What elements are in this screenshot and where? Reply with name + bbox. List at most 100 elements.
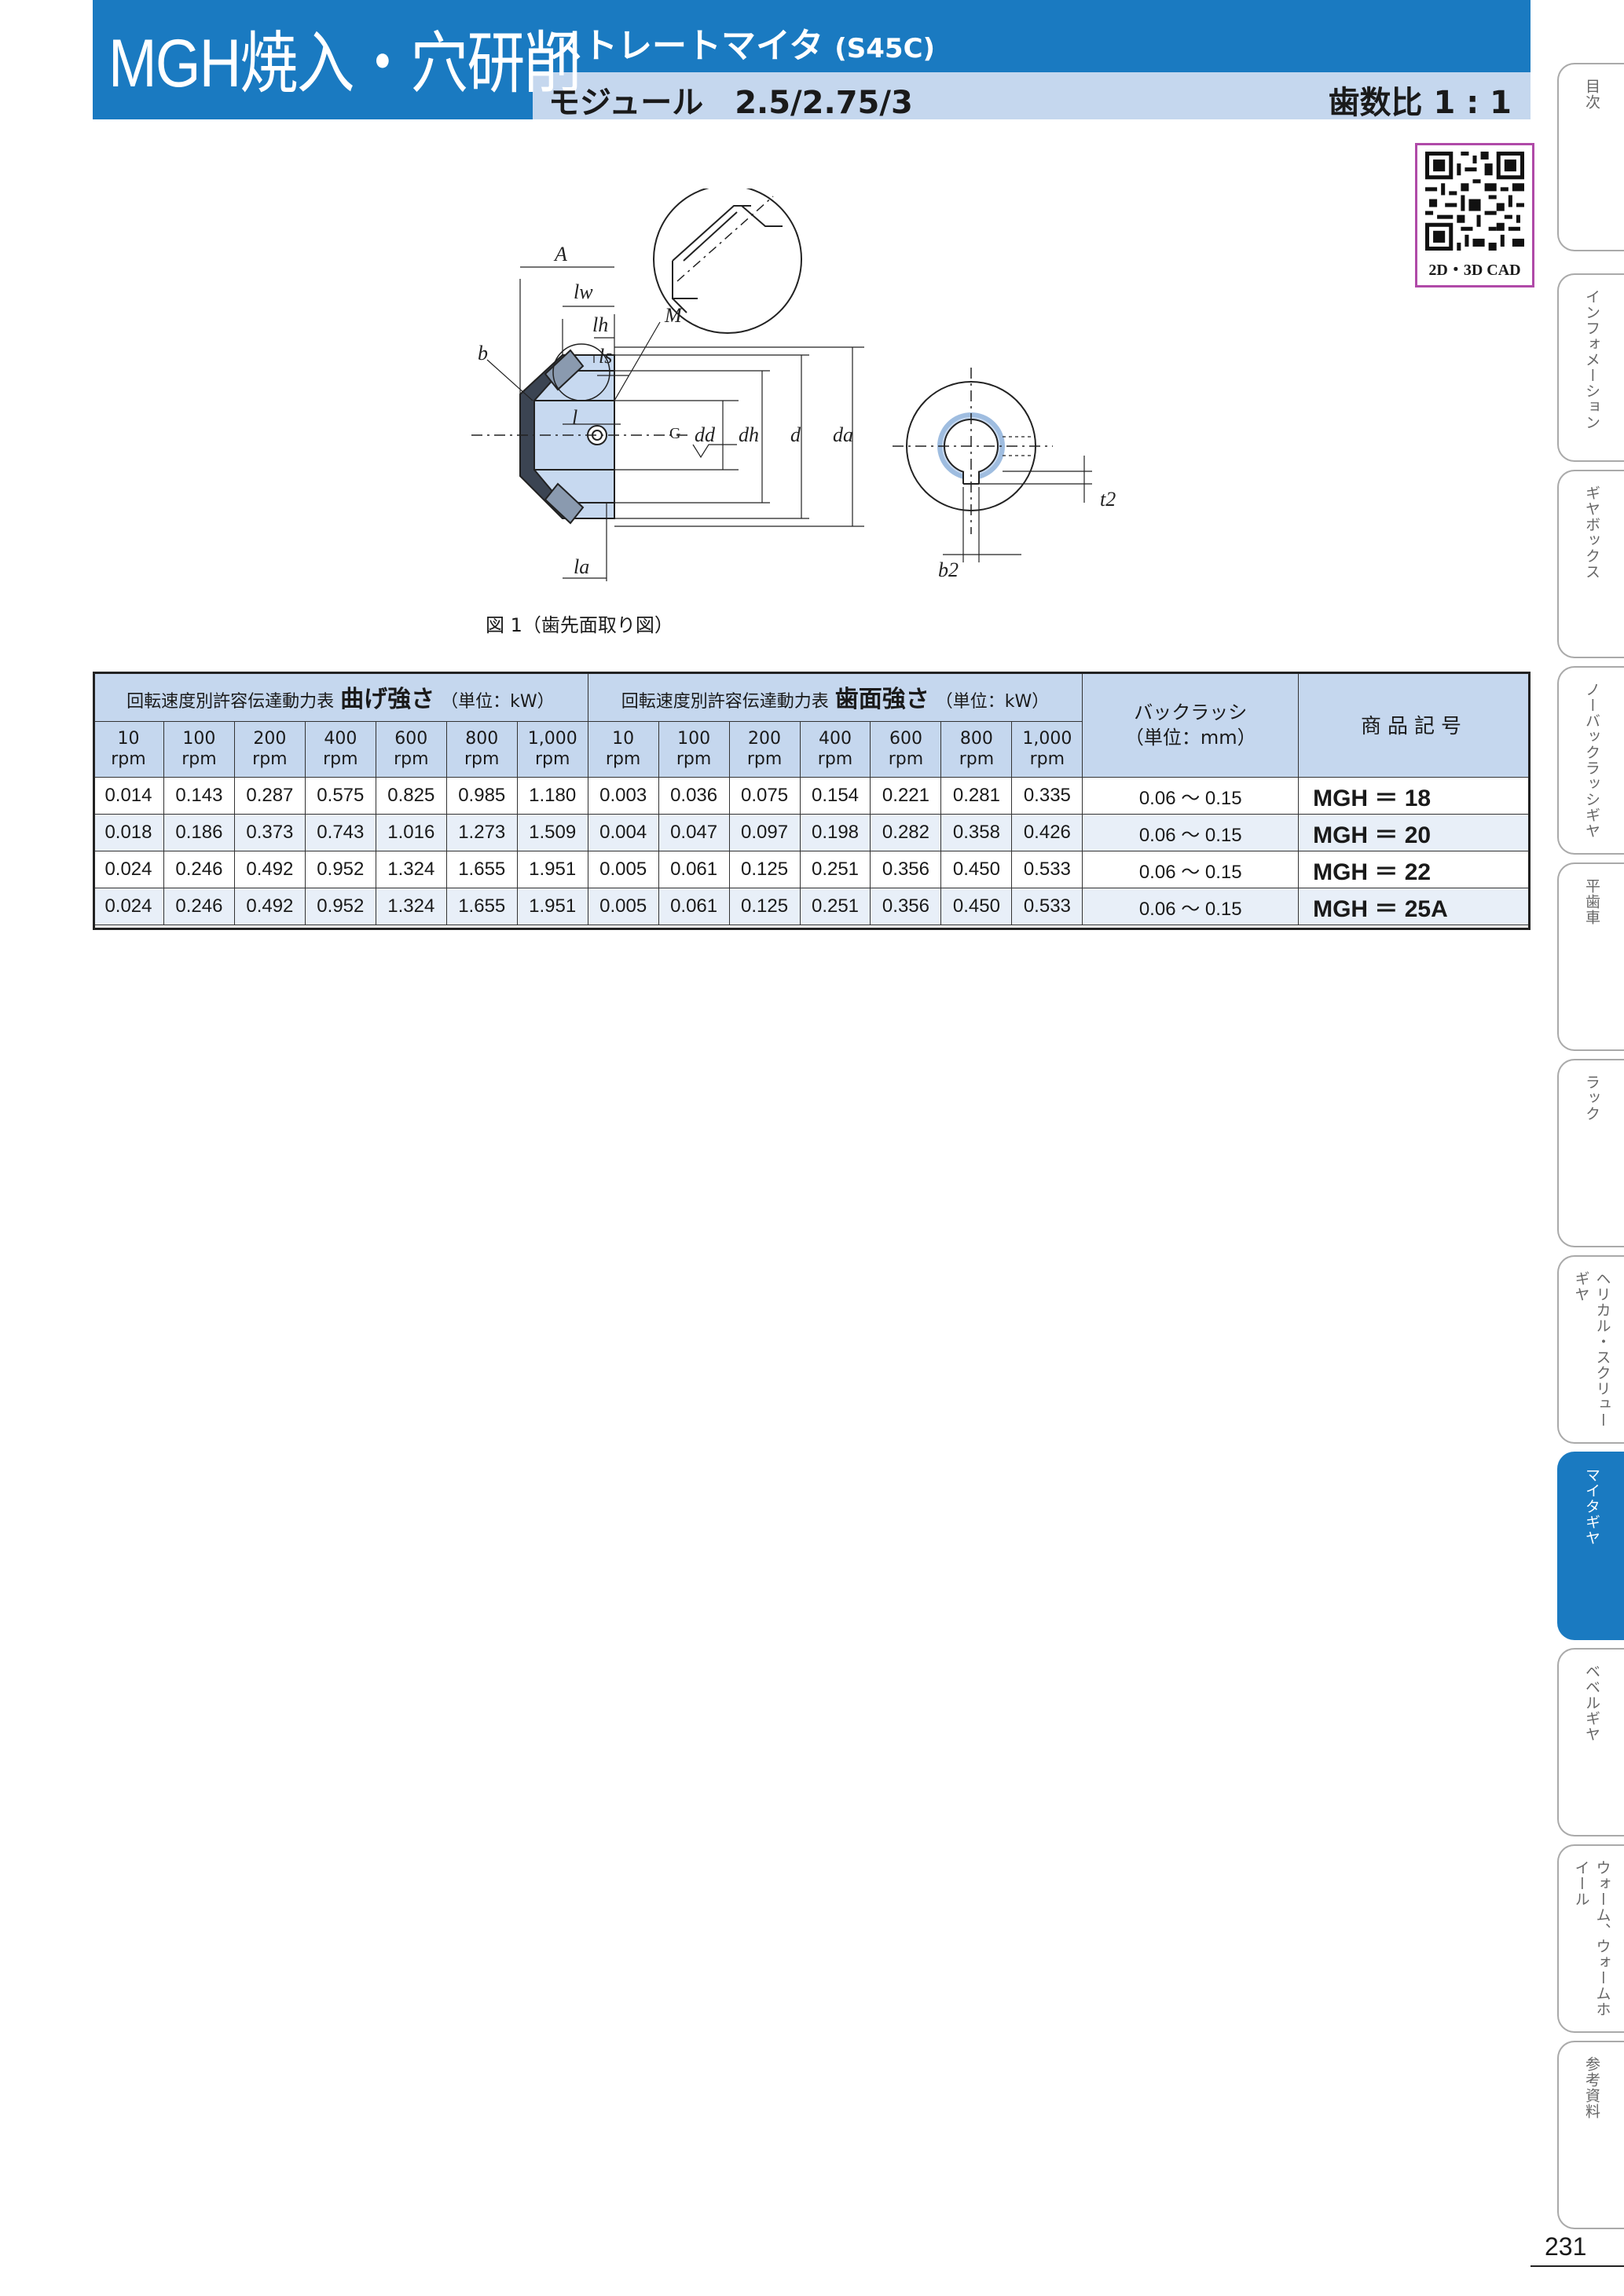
- side-tab-2[interactable]: インフォメーション: [1557, 273, 1624, 462]
- backlash-cell: 0.06 ～ 0.15: [1082, 814, 1300, 851]
- rpm-unit: rpm: [323, 749, 358, 769]
- dim-label-M: M: [664, 304, 683, 327]
- bending-value-cell: 1.180: [516, 777, 588, 815]
- gear-ratio: 歯数比 1 : 1: [1328, 85, 1512, 121]
- side-tab-3[interactable]: ギヤボックス: [1557, 470, 1624, 658]
- product-code-cell[interactable]: MGH ＝ 25A: [1298, 888, 1531, 925]
- rpm-unit: rpm: [252, 749, 288, 769]
- bending-value-cell: 0.024: [93, 851, 164, 888]
- side-tab-6[interactable]: ラック: [1557, 1059, 1624, 1247]
- side-tab-label: 目次: [1583, 79, 1600, 110]
- surface-value-cell: 0.533: [1011, 888, 1083, 925]
- dim-label-lh: lh: [592, 313, 608, 336]
- surface-value-cell: 0.005: [587, 888, 659, 925]
- gear-side-view: [471, 266, 864, 581]
- bending-value-cell: 0.143: [163, 777, 235, 815]
- bending-value-cell: 1.655: [445, 888, 518, 925]
- bending-value-cell: 1.324: [375, 851, 447, 888]
- surface-value-cell: 0.282: [870, 814, 942, 851]
- surface-value-cell: 0.097: [728, 814, 801, 851]
- rpm-unit: rpm: [1029, 749, 1065, 769]
- dimension-labels: A lw lh M b ls l la G dd dh d da t2 b2: [478, 243, 1116, 581]
- rpm-value: 1,000: [527, 729, 577, 749]
- surface-value-cell: 0.004: [587, 814, 659, 851]
- side-tab-7[interactable]: ヘリカル・スクリューギヤ: [1557, 1255, 1624, 1444]
- surface-value-cell: 0.125: [728, 888, 801, 925]
- surface-value-cell: 0.450: [940, 851, 1013, 888]
- side-tab-label: インフォメーション: [1583, 289, 1600, 430]
- rpm-value: 10: [117, 729, 140, 749]
- bending-value-cell: 0.825: [375, 777, 447, 815]
- surface-value-cell: 0.154: [799, 777, 871, 815]
- figure-caption: 図 1（歯先面取り図）: [486, 614, 673, 636]
- side-tab-label: マイタギヤ: [1583, 1467, 1600, 1546]
- surface-value-cell: 0.251: [799, 851, 871, 888]
- bending-value-cell: 0.246: [163, 888, 235, 925]
- bending-value-cell: 1.951: [516, 888, 588, 925]
- surface-value-cell: 0.047: [658, 814, 730, 851]
- side-tab-label: 参考資料: [1583, 2056, 1600, 2119]
- surface-value-cell: 0.281: [940, 777, 1013, 815]
- bending-strength-header: 回転速度別許容伝達動力表曲げ強さ（単位：kW）: [93, 672, 588, 722]
- bending-unit: （単位：kW）: [441, 692, 555, 712]
- bending-value-cell: 0.287: [233, 777, 306, 815]
- bending-value-cell: 0.186: [163, 814, 235, 851]
- side-tab-5[interactable]: 平歯車: [1557, 862, 1624, 1051]
- dim-label-G: G: [669, 425, 680, 442]
- side-tab-label: ヘリカル・スクリューギヤ: [1572, 1271, 1611, 1428]
- surface-value-cell: 0.075: [728, 777, 801, 815]
- surface-value-cell: 0.450: [940, 888, 1013, 925]
- module-label: モジュール 2.5/2.75/3: [548, 85, 913, 121]
- surface-value-cell: 0.061: [658, 851, 730, 888]
- side-tab-10[interactable]: ウォーム、ウォームホイール: [1557, 1844, 1624, 2033]
- dim-label-A: A: [553, 243, 567, 265]
- bending-value-cell: 0.246: [163, 851, 235, 888]
- dim-label-dh: dh: [739, 423, 759, 446]
- chamfer-detail: [653, 189, 802, 334]
- product-code-header: 商品記号: [1298, 672, 1531, 778]
- cad-qr-link[interactable]: 2D・3D CAD: [1415, 143, 1534, 287]
- bending-value-cell: 0.492: [233, 851, 306, 888]
- surface-value-cell: 0.533: [1011, 851, 1083, 888]
- side-tab-1[interactable]: 目次: [1557, 63, 1624, 251]
- bending-value-cell: 1.324: [375, 888, 447, 925]
- side-tab-4[interactable]: ノーバックラッシギヤ: [1557, 666, 1624, 855]
- product-code-cell[interactable]: MGH ＝ 20: [1298, 814, 1531, 851]
- product-code-cell[interactable]: MGH ＝ 22: [1298, 851, 1531, 888]
- side-tab-9[interactable]: ベベルギヤ: [1557, 1648, 1624, 1836]
- bending-value-cell: 0.018: [93, 814, 164, 851]
- rpm-value: 600: [394, 729, 428, 749]
- rpm-unit: rpm: [676, 749, 712, 769]
- product-code-cell[interactable]: MGH ＝ 18: [1298, 777, 1531, 815]
- side-tab-8[interactable]: マイタギヤ: [1557, 1452, 1624, 1640]
- dim-label-b: b: [478, 342, 488, 364]
- rpm-unit: rpm: [605, 749, 641, 769]
- bending-value-cell: 1.655: [445, 851, 518, 888]
- side-tab-label: ラック: [1583, 1075, 1600, 1122]
- rpm-value: 1,000: [1022, 729, 1072, 749]
- header-subband: [533, 72, 1531, 119]
- gear-front-view: [893, 368, 1092, 562]
- surface-value-cell: 0.003: [587, 777, 659, 815]
- surface-unit: （単位：kW）: [935, 692, 1050, 712]
- surface-value-cell: 0.356: [870, 851, 942, 888]
- side-tab-11[interactable]: 参考資料: [1557, 2041, 1624, 2229]
- page-header: MGH焼入・穴研削 ストレートマイタ(S45C) モジュール 2.5/2.75/…: [93, 0, 1531, 121]
- rpm-unit: rpm: [534, 749, 570, 769]
- surface-value-cell: 0.358: [940, 814, 1013, 851]
- bending-value-cell: 0.985: [445, 777, 518, 815]
- rpm-value: 800: [959, 729, 993, 749]
